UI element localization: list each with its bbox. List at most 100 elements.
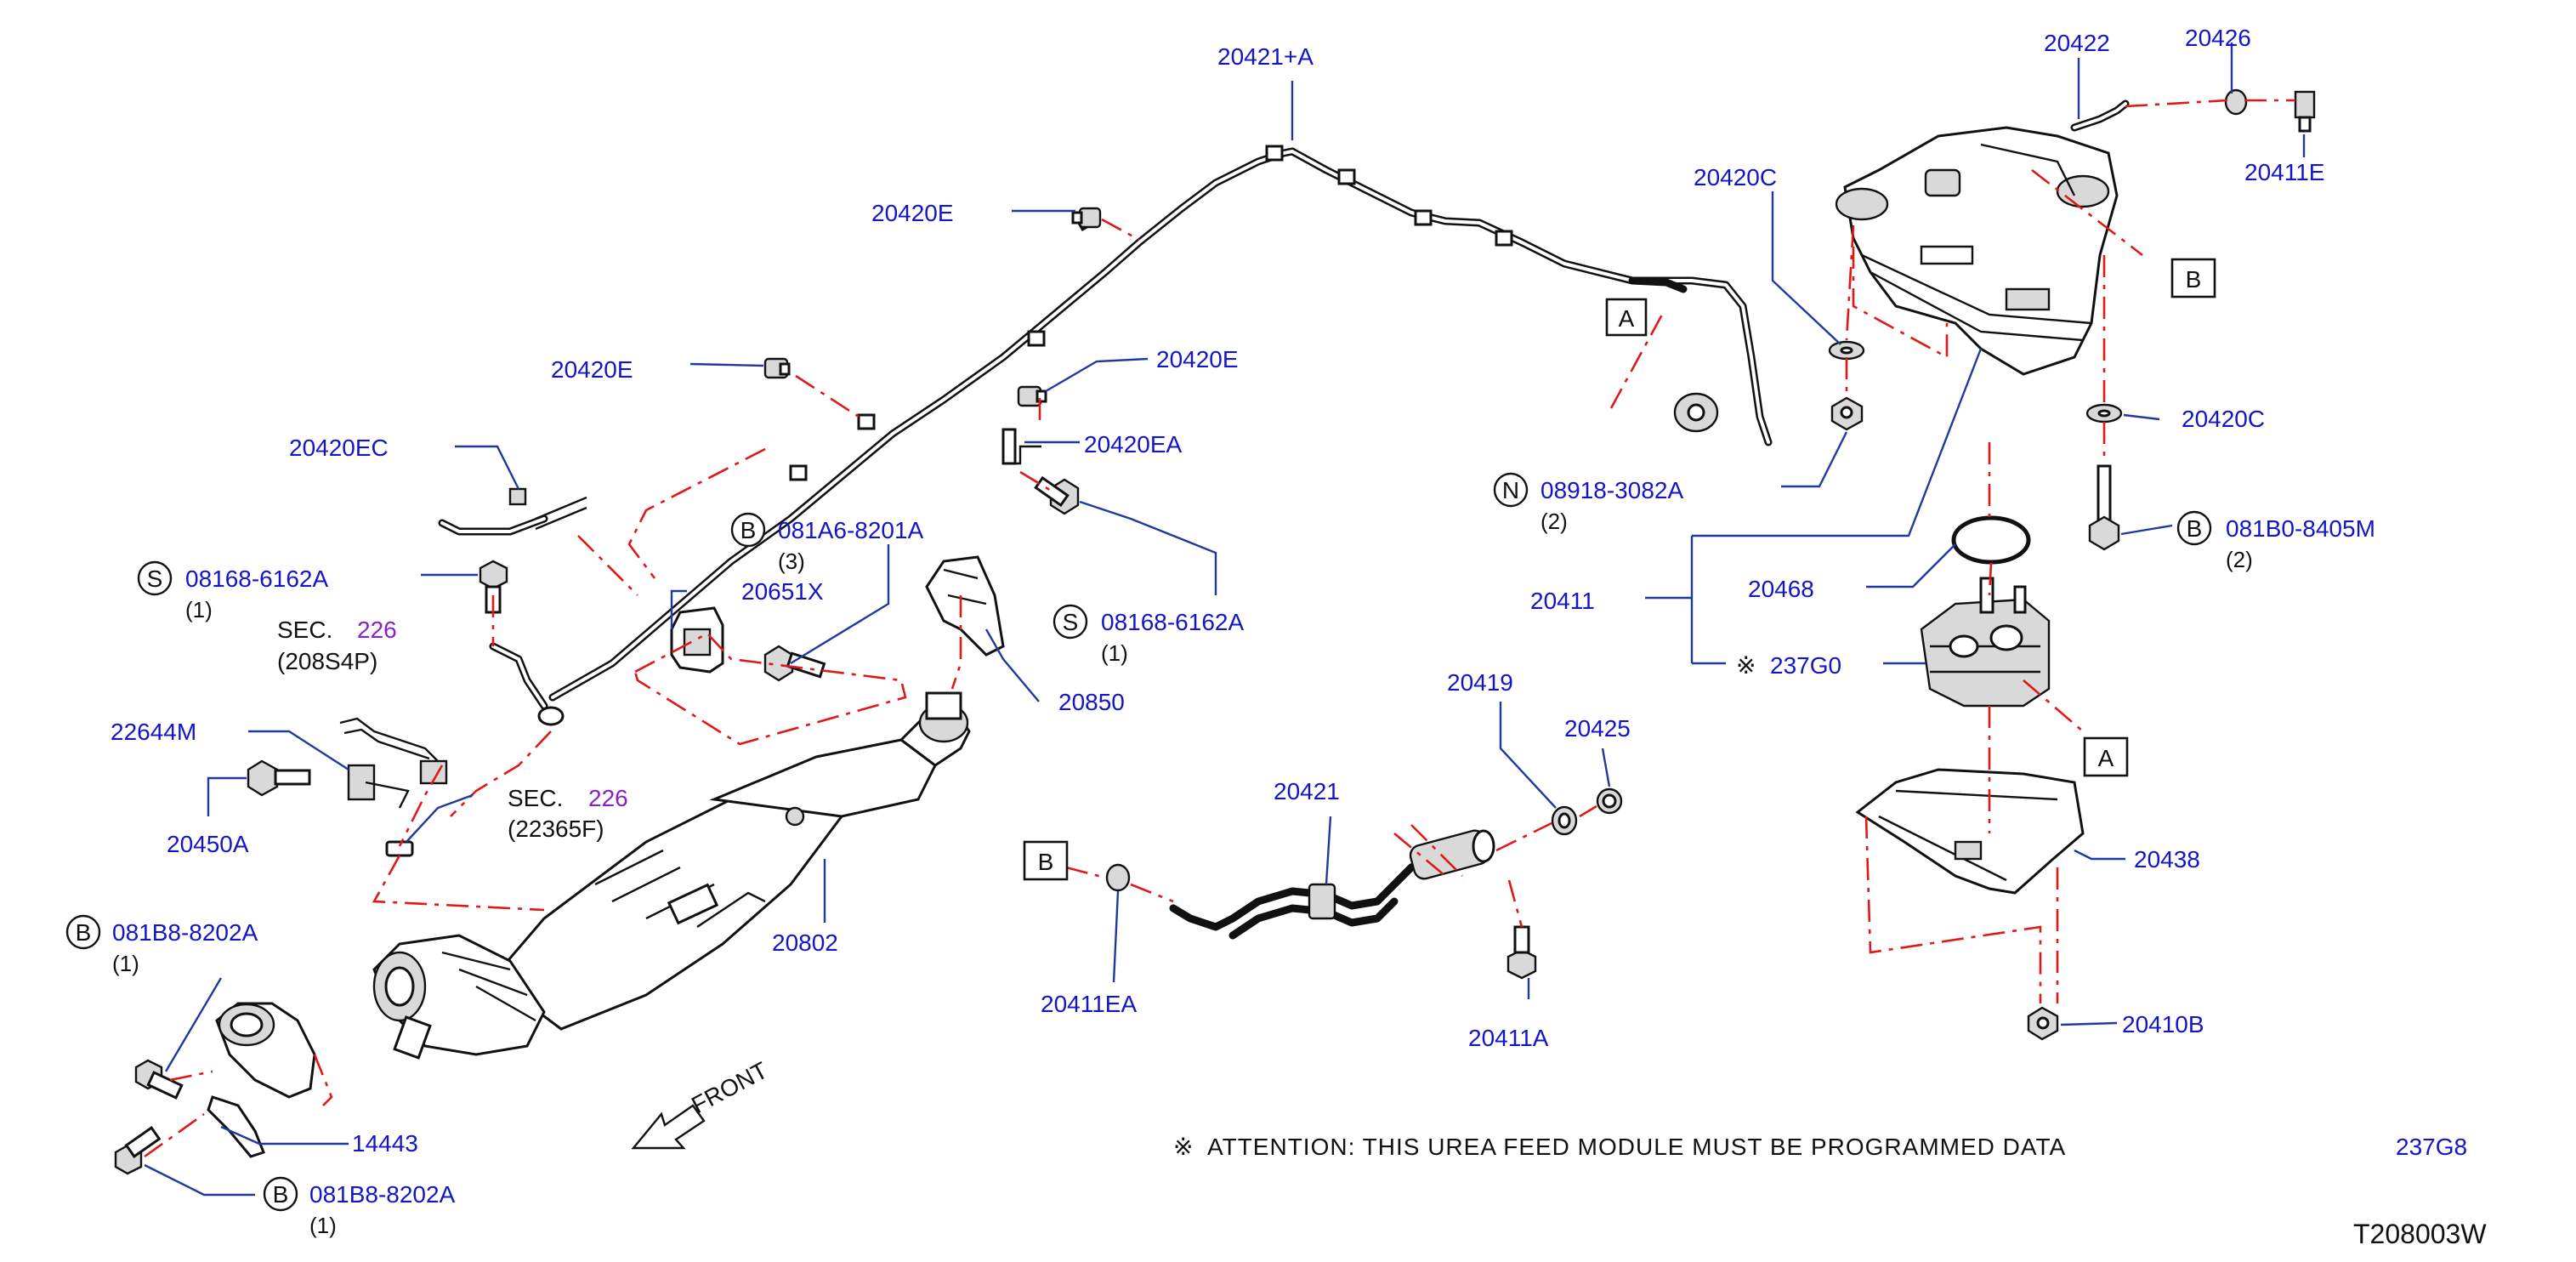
label-20420e-2: 20420E: [551, 356, 633, 383]
cap-20425: [1596, 787, 1623, 815]
svg-text:A: A: [1619, 305, 1635, 332]
label-20802: 20802: [772, 929, 838, 956]
label-14443: 14443: [352, 1130, 418, 1157]
label-081a6-8201a: 081A6-8201A: [778, 517, 924, 543]
qty-081b8-8202a-lower: (1): [309, 1213, 337, 1238]
label-20411: 20411: [1530, 588, 1595, 614]
label-081b8-8202a-upper: 081B8-8202A: [112, 919, 258, 946]
prefix-b-081b8-upper: B: [76, 919, 92, 946]
clip-20420ec: [438, 487, 587, 536]
label-08168-6162a-right: 08168-6162A: [1101, 609, 1244, 635]
qty-08168-6162a-left: (1): [185, 597, 213, 622]
svg-text:SEC.: SEC.: [277, 617, 332, 643]
prefix-circle: [730, 512, 766, 548]
label-20450a: 20450A: [167, 831, 249, 857]
section-ref-22365f: SEC. 226 (22365F): [508, 785, 628, 842]
front-label: FRONT: [687, 1057, 772, 1119]
bolt-081b8-8202a-upper: [134, 1059, 184, 1100]
prefix-s-right: S: [1063, 609, 1079, 635]
bracket-20420ea: [1001, 428, 1041, 465]
front-arrow: FRONT: [631, 1057, 772, 1150]
prefix-circle: [2176, 510, 2212, 546]
attention-text: ATTENTION: THIS UREA FEED MODULE MUST BE…: [1207, 1134, 2066, 1160]
sensor-20411e: [2294, 90, 2316, 133]
label-20420c-right: 20420C: [2182, 406, 2265, 432]
label-20419: 20419: [1447, 669, 1513, 696]
qty-08168-6162a-right: (1): [1101, 640, 1128, 666]
urea-pipe-assembly: [548, 145, 1773, 702]
prefix-s-left: S: [147, 566, 163, 592]
prefix-b-081b8-lower: B: [273, 1181, 289, 1208]
qty-081a6-8201a: (3): [778, 549, 805, 574]
label-20411ea: 20411EA: [1041, 991, 1137, 1017]
label-20468: 20468: [1748, 576, 1814, 602]
prefix-circle: [65, 914, 101, 950]
svg-text:B: B: [1038, 849, 1054, 875]
inlet-pipe-14443: [207, 1002, 316, 1158]
callout-box-a-right: A: [2083, 736, 2129, 777]
callout-box-b-right: B: [2170, 258, 2216, 298]
part-labels: 20421+A 20420E 20420E 20420E 20420EC 204…: [65, 25, 2375, 1238]
prefix-b-081a6: B: [740, 517, 757, 543]
svg-text:SEC.: SEC.: [508, 785, 563, 811]
bolt-20450a: [247, 759, 311, 797]
pipe-20421: [1169, 829, 1495, 940]
nut-20410b: [2027, 1006, 2059, 1041]
label-20651x: 20651X: [741, 578, 824, 605]
bracket-20438: [1855, 768, 2085, 895]
bolt-08168-6162a-right: [1034, 475, 1080, 515]
label-08918-3082a: 08918-3082A: [1540, 477, 1683, 503]
label-08168-6162a-left: 08168-6162A: [185, 566, 328, 592]
callout-box-b-left: B: [1023, 840, 1069, 881]
svg-text:226: 226: [357, 617, 397, 643]
section-ref-208s4p: SEC. 226 (208S4P): [277, 617, 397, 674]
svg-text:B: B: [2186, 266, 2202, 293]
diagram-code: T208003W: [2353, 1219, 2487, 1249]
prefix-b-081b0: B: [2187, 515, 2203, 542]
washer-20420c-left: [1828, 340, 1865, 361]
clip-20420e-mid: [1017, 385, 1047, 407]
qty-08918-3082a: (2): [1540, 509, 1568, 534]
heat-shield-20850: [925, 555, 1005, 657]
urea-tank: [1835, 126, 2119, 376]
seal-20468: [1951, 515, 2031, 565]
label-20411e: 20411E: [2244, 159, 2324, 185]
bolt-20411a: [1506, 925, 1537, 980]
bracket-20651x: [670, 606, 724, 674]
attention-symbol: ※: [1173, 1134, 1193, 1160]
label-081b0-8405m: 081B0-8405M: [2226, 515, 2375, 542]
bolt-081b8-8202a-lower: [114, 1126, 162, 1175]
label-20420ea: 20420EA: [1084, 431, 1183, 458]
bolt-081b0-8405m: [2088, 464, 2120, 551]
label-20426: 20426: [2185, 25, 2251, 51]
label-20420e-3: 20420E: [1156, 346, 1239, 372]
bolt-081a6-8201a: [763, 645, 826, 682]
prefix-circle: [137, 560, 173, 596]
label-20411a: 20411A: [1468, 1025, 1549, 1051]
grommet-20411ea: [1105, 863, 1131, 892]
prefix-circle: [263, 1176, 298, 1212]
qty-081b8-8202a-upper: (1): [112, 951, 139, 976]
label-20420ec: 20420EC: [289, 435, 389, 461]
bolt-08168-6162a-left: [479, 560, 508, 614]
label-20438: 20438: [2134, 846, 2200, 873]
label-20410b: 20410B: [2122, 1011, 2204, 1037]
attention-note: ※ ATTENTION: THIS UREA FEED MODULE MUST …: [1173, 1134, 2467, 1160]
label-20421: 20421: [1274, 778, 1340, 804]
dpf-assembly-20802: [372, 691, 971, 1060]
label-20420c-left: 20420C: [1694, 164, 1777, 190]
label-237g0: 237G0: [1770, 652, 1841, 679]
grommet-20419: [1551, 805, 1578, 836]
prefix-note-237g0: ※: [1736, 652, 1756, 679]
label-081b8-8202a-lower: 081B8-8202A: [309, 1181, 456, 1208]
prefix-circle: [1493, 472, 1529, 508]
cap-20426: [2224, 88, 2248, 116]
callout-box-a-left: A: [1605, 298, 1648, 337]
svg-text:226: 226: [588, 785, 628, 811]
washer-20420c-right: [2085, 403, 2123, 424]
label-20421-a: 20421+A: [1217, 43, 1314, 70]
urea-feed-module-237g0: [1920, 577, 2051, 708]
attention-code: 237G8: [2396, 1134, 2467, 1160]
nut-08918-3082a: [1830, 396, 1864, 431]
